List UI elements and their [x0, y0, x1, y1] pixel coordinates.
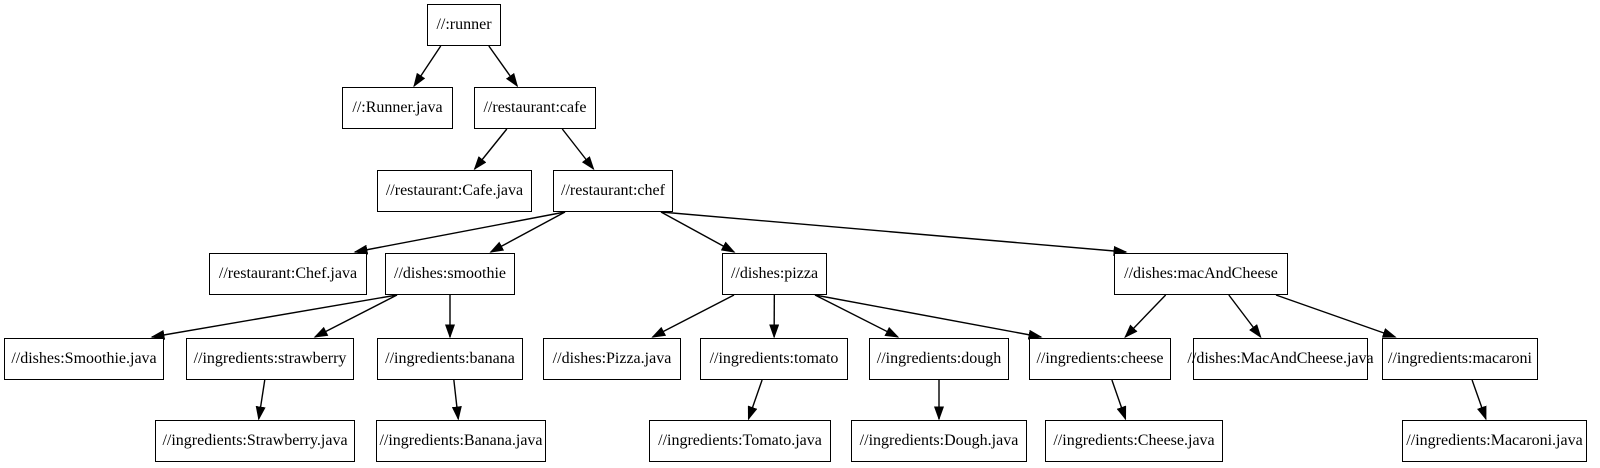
graph-node-dough: //ingredients:dough [869, 338, 1009, 380]
edge-pizza-dough [814, 294, 900, 338]
graph-node-smoothie: //dishes:smoothie [385, 253, 515, 295]
graph-node-tomato_java: //ingredients:Tomato.java [649, 420, 831, 462]
graph-node-mac_and_cheese_java: //dishes:MacAndCheese.java [1187, 338, 1374, 380]
edge-macaroni-macaroni_java [1471, 379, 1487, 421]
graph-node-pizza_java: //dishes:Pizza.java [543, 338, 681, 380]
edge-mac_and_cheese-mac_and_cheese_java [1228, 294, 1262, 339]
graph-node-chef: //restaurant:chef [553, 170, 673, 212]
edge-pizza-cheese [814, 294, 1043, 340]
graph-node-chef_java: //restaurant:Chef.java [209, 253, 367, 295]
graph-node-cheese: //ingredients:cheese [1029, 338, 1171, 380]
edge-smoothie-strawberry [313, 294, 398, 338]
graph-node-strawberry: //ingredients:strawberry [186, 338, 354, 380]
edge-mac_and_cheese-cheese [1124, 294, 1167, 339]
edge-chef-mac_and_cheese [660, 211, 1128, 256]
edge-mac_and_cheese-macaroni [1275, 294, 1397, 338]
graph-node-runner_java: //:Runner.java [342, 87, 453, 129]
graph-node-cafe: //restaurant:cafe [474, 87, 596, 129]
edge-smoothie-smoothie_java [150, 294, 398, 340]
graph-node-cheese_java: //ingredients:Cheese.java [1045, 420, 1223, 462]
edge-runner-cafe [488, 45, 519, 88]
edge-chef-smoothie [489, 211, 566, 253]
graph-node-strawberry_java: //ingredients:Strawberry.java [155, 420, 355, 462]
edge-chef-pizza [660, 211, 736, 253]
graph-node-dough_java: //ingredients:Dough.java [851, 420, 1027, 462]
edge-pizza-pizza_java [651, 294, 735, 338]
graph-node-tomato: //ingredients:tomato [700, 338, 848, 380]
graph-node-runner: //:runner [427, 4, 501, 46]
graph-node-banana_java: //ingredients:Banana.java [376, 420, 546, 462]
graph-node-pizza: //dishes:pizza [722, 253, 827, 295]
edge-banana-banana_java [451, 379, 462, 421]
edge-cafe-chef [561, 128, 595, 171]
graph-node-macaroni: //ingredients:macaroni [1382, 338, 1538, 380]
graph-node-macaroni_java: //ingredients:Macaroni.java [1402, 420, 1587, 462]
graph-node-smoothie_java: //dishes:Smoothie.java [4, 338, 164, 380]
edge-tomato-tomato_java [747, 379, 763, 421]
graph-node-mac_and_cheese: //dishes:macAndCheese [1114, 253, 1288, 295]
edge-strawberry-strawberry_java [255, 379, 266, 421]
edge-chef-chef_java [353, 211, 566, 255]
edge-cafe-cafe_java [473, 128, 508, 171]
edge-runner-runner_java [413, 45, 442, 88]
edge-cheese-cheese_java [1111, 379, 1127, 421]
graph-node-cafe_java: //restaurant:Cafe.java [377, 170, 532, 212]
graph-node-banana: //ingredients:banana [377, 338, 523, 380]
